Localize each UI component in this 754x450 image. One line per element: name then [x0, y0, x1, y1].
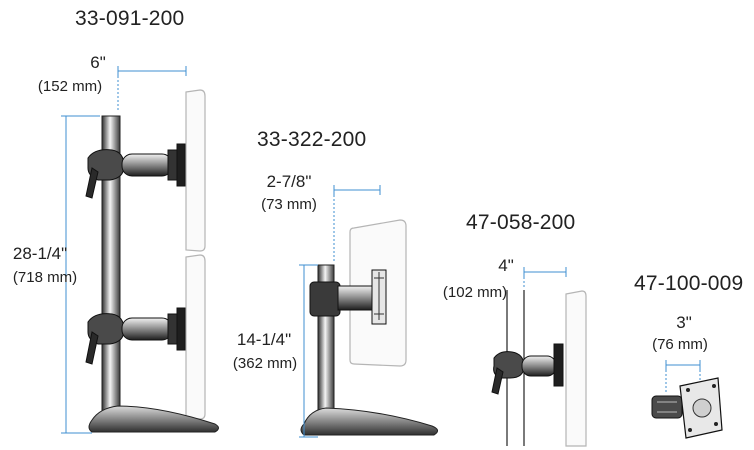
upper-monitor: [185, 89, 206, 252]
width-mm-47-058-200: (102 mm): [442, 284, 508, 301]
arm-mount: [309, 269, 387, 325]
height-mm-33-091-200: (718 mm): [12, 269, 78, 286]
width-mm-33-322-200: (73 mm): [261, 196, 317, 213]
height-inches-33-091-200: 28-1/4": [12, 244, 68, 263]
dimension-lines-33-322-200: [299, 185, 381, 438]
stand-33-091-200: [61, 66, 219, 434]
pole-mount-47-058-200: [491, 267, 587, 447]
model-number-33-091-200: 33-091-200: [75, 7, 185, 30]
width-inches-33-091-200: 6": [90, 53, 106, 72]
model-number-33-322-200: 33-322-200: [257, 128, 367, 151]
dimension-lines-47-100-009: [665, 360, 701, 394]
height-inches-33-322-200: 14-1/4": [236, 330, 292, 349]
model-number-47-058-200: 47-058-200: [466, 211, 576, 234]
lower-monitor: [185, 254, 206, 420]
width-mm-33-091-200: (152 mm): [37, 78, 103, 95]
mount-47-100-009: [651, 360, 723, 439]
upper-arm-mount: [85, 143, 186, 199]
lower-arm-mount: [85, 307, 186, 365]
width-inches-33-322-200: 2-7/8": [266, 172, 312, 191]
stand-33-322-200: [299, 185, 438, 438]
vesa-bracket: [651, 377, 723, 439]
base: [88, 405, 219, 433]
model-number-47-100-009: 47-100-009: [634, 272, 744, 295]
dimension-lines-47-058-200: [523, 267, 567, 288]
width-inches-47-100-009: 3": [676, 313, 692, 332]
height-mm-33-322-200: (362 mm): [232, 355, 298, 372]
width-inches-47-058-200: 4": [498, 256, 514, 275]
width-mm-47-100-009: (76 mm): [652, 336, 708, 353]
dimension-lines-33-091-200: [61, 66, 187, 434]
monitor-partial: [565, 290, 587, 447]
base: [300, 407, 438, 436]
arm-mount: [491, 343, 564, 395]
